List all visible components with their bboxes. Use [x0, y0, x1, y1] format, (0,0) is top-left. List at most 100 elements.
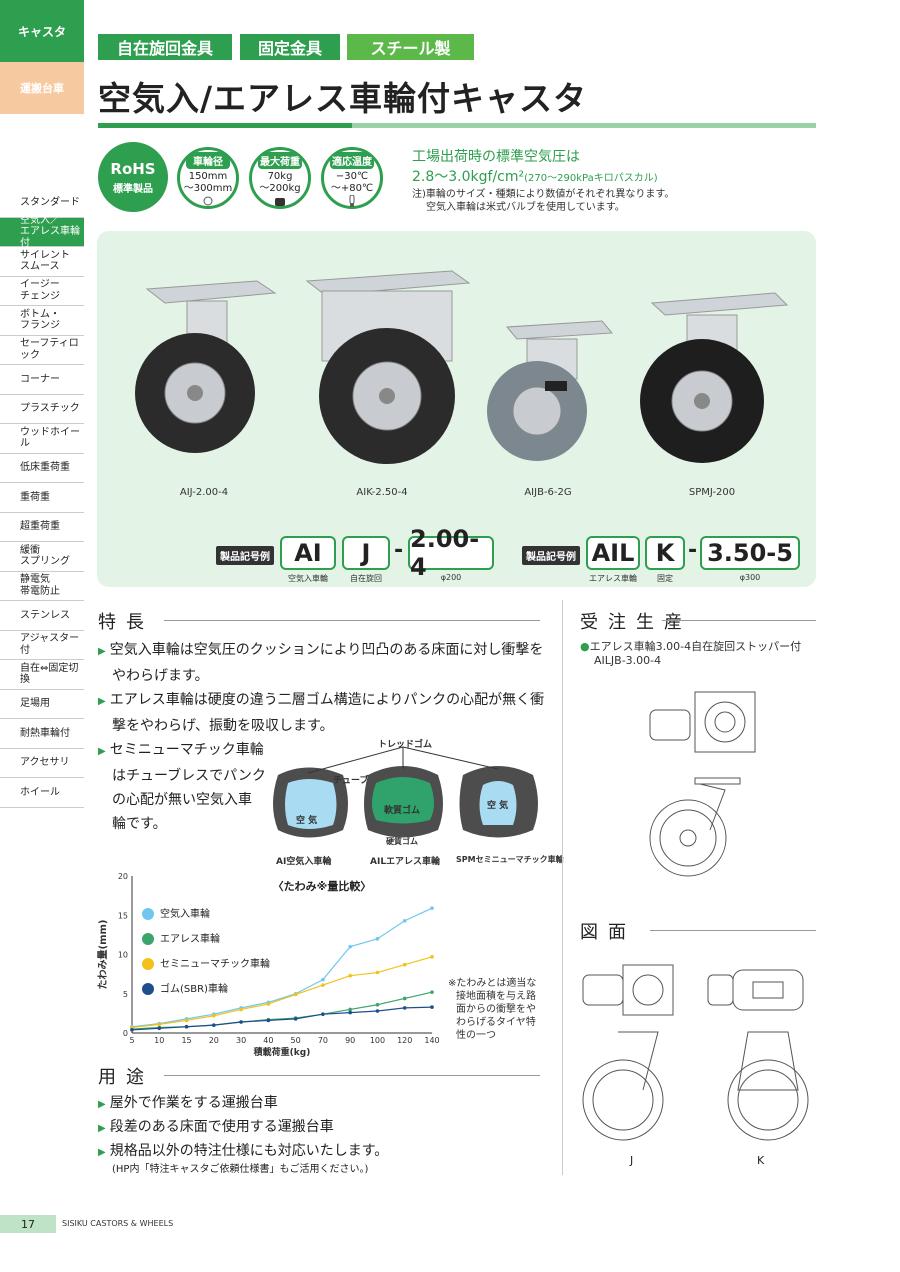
- series-point-1: [402, 996, 407, 1001]
- code-dash-1: -: [394, 538, 404, 563]
- thermometer-icon: [349, 194, 355, 207]
- series-point-3: [212, 1023, 216, 1027]
- sidebar-item-9[interactable]: 低床重荷重: [0, 454, 84, 483]
- product-name-2: AIK-2.50-4: [356, 487, 408, 498]
- x-tick-label: 20: [209, 1036, 219, 1045]
- subcategory-label[interactable]: 運搬台車: [0, 62, 84, 114]
- legend-swatch-0: [142, 908, 154, 920]
- code-wheel-1: AI: [280, 536, 336, 570]
- sidebar-item-7[interactable]: プラスチック: [0, 395, 84, 424]
- sidebar-item-17[interactable]: 足場用: [0, 690, 84, 719]
- tire-cross-sections: [273, 746, 538, 838]
- tire-caption-3: SPMセミニューマチック車輪: [456, 855, 564, 864]
- series-point-3: [239, 1020, 243, 1024]
- series-point-2: [157, 1022, 162, 1027]
- legend-swatch-2: [142, 958, 154, 970]
- order-rule: [662, 620, 816, 621]
- code-size-2: 3.50-5: [700, 536, 800, 570]
- sidebar-item-11[interactable]: 超重荷重: [0, 513, 84, 542]
- caster-aij-image: [135, 280, 277, 453]
- tire-caption-1: AI空気入車輪: [276, 857, 332, 867]
- drawing-rule: [650, 930, 816, 931]
- tire-caption-2: AILエアレス車輪: [370, 857, 441, 867]
- series-line-3: [131, 1006, 433, 1031]
- sidebar-item-15[interactable]: アジャスター付: [0, 631, 84, 660]
- code-dash-2: -: [688, 538, 698, 563]
- x-tick-label: 15: [181, 1036, 191, 1045]
- page-number: 17: [0, 1215, 56, 1233]
- soft-rubber-label: 軟質ゴム: [384, 806, 421, 816]
- x-tick-label: 10: [154, 1036, 164, 1045]
- series-point-3: [430, 1005, 434, 1009]
- tag-swivel: 自在旋回金具: [98, 34, 232, 60]
- sidebar-item-18[interactable]: 耐熱車輪付: [0, 719, 84, 749]
- order-heading: 受注生産: [580, 612, 692, 633]
- tag-steel: スチール製: [347, 34, 474, 60]
- sidebar-item-19[interactable]: アクセサリ: [0, 749, 84, 778]
- pressure-notes: 注)車輪のサイズ・種類により数値がそれぞれ異なります。 空気入車輪は米式バルブを…: [412, 189, 675, 213]
- series-point-2: [348, 973, 352, 978]
- pressure-spec: 工場出荷時の標準空気圧は 2.8～3.0kgf/cm²(270～290kPaキロ…: [412, 149, 658, 185]
- features-heading: 特長: [98, 612, 154, 633]
- product-name-4: SPMJ-200: [688, 487, 736, 498]
- series-point-2: [293, 992, 298, 997]
- sidebar-item-4[interactable]: ボトム・ フランジ: [0, 306, 84, 336]
- features-rule: [164, 620, 540, 621]
- series-point-1: [375, 1002, 380, 1007]
- sidebar-item-13[interactable]: 静電気 帯電防止: [0, 572, 84, 601]
- sidebar-item-0[interactable]: スタンダード: [0, 188, 84, 218]
- tube-label: チューブ: [333, 776, 369, 786]
- x-tick-label: 30: [236, 1036, 246, 1045]
- sidebar-item-16[interactable]: 自在⇔固定切換: [0, 660, 84, 690]
- y-axis-label: たわみ量(mm): [96, 920, 109, 990]
- series-line-2: [131, 956, 433, 1029]
- series-line-0: [131, 907, 433, 1028]
- temperature-badge: 適応温度 −30℃ ～+80℃: [321, 147, 383, 209]
- series-point-0: [430, 906, 434, 910]
- footer-brand: SISIKU CASTORS & WHEELS: [62, 1219, 174, 1228]
- series-point-2: [430, 955, 434, 959]
- usage-rule: [164, 1075, 540, 1076]
- series-point-3: [184, 1024, 189, 1029]
- dimension-drawings: [582, 964, 809, 1141]
- code-sub-wheel-2: エアレス車輪: [589, 574, 637, 583]
- series-point-2: [184, 1018, 189, 1023]
- product-name-1: AIJ-2.00-4: [179, 487, 229, 498]
- sidebar-item-20[interactable]: ホイール: [0, 778, 84, 808]
- series-point-0: [321, 977, 325, 982]
- code-sub-mount-1: 自在旋回: [350, 574, 382, 583]
- code-wheel-2: AIL: [586, 536, 640, 570]
- sidebar-item-12[interactable]: 緩衝 スプリング: [0, 542, 84, 572]
- code-size-1: 2.00-4: [408, 525, 494, 581]
- order-item: ●エアレス車輪3.00-4自在旋回ストッパー付 AILJB-3.00-4: [580, 640, 802, 667]
- series-point-3: [266, 1018, 271, 1023]
- series-point-2: [321, 983, 325, 987]
- air-label-2: 空 気: [487, 801, 509, 811]
- sidebar-item-6[interactable]: コーナー: [0, 365, 84, 395]
- caster-illustrations: [135, 270, 789, 464]
- x-tick-label: 50: [291, 1036, 301, 1045]
- sidebar-item-5[interactable]: セーフティロック: [0, 336, 84, 365]
- sidebar-item-1[interactable]: 空気入／ エアレス車輪付: [0, 215, 84, 249]
- column-divider: [562, 600, 563, 1175]
- chart-footnote: ※たわみとは適当な 接地面積を与え路 面からの衝撃をや わらげるタイヤ特 性の一…: [448, 978, 537, 1041]
- sidebar-item-3[interactable]: イージー チェンジ: [0, 277, 84, 306]
- sidebar-item-14[interactable]: ステンレス: [0, 601, 84, 631]
- drawing-label-k: K: [757, 1154, 765, 1167]
- sidebar-item-8[interactable]: ウッドホイール: [0, 424, 84, 454]
- category-label[interactable]: キャスタ: [0, 0, 84, 62]
- tread-rubber-label: トレッドゴム: [378, 740, 433, 750]
- hard-rubber-label: 硬質ゴム: [386, 837, 418, 846]
- side-nav: スタンダード空気入／ エアレス車輪付サイレント スムースイージー チェンジボトム…: [0, 188, 84, 808]
- feature-list: ▶空気入車輪は空気圧のクッションにより凹凸のある床面に対し衝撃を やわらげます。…: [98, 642, 545, 832]
- x-tick-label: 100: [370, 1036, 385, 1045]
- y-tick-label: 0: [123, 1029, 128, 1038]
- series-point-3: [321, 1012, 325, 1016]
- code-sub-mount-2: 固定: [657, 574, 673, 583]
- page-title: 空気入/エアレス車輪付キャスタ: [98, 79, 588, 118]
- sidebar-item-10[interactable]: 重荷重: [0, 483, 84, 513]
- code-sub-wheel-1: 空気入車輪: [288, 574, 328, 583]
- sidebar-item-2[interactable]: サイレント スムース: [0, 247, 84, 277]
- x-tick-label: 120: [397, 1036, 412, 1045]
